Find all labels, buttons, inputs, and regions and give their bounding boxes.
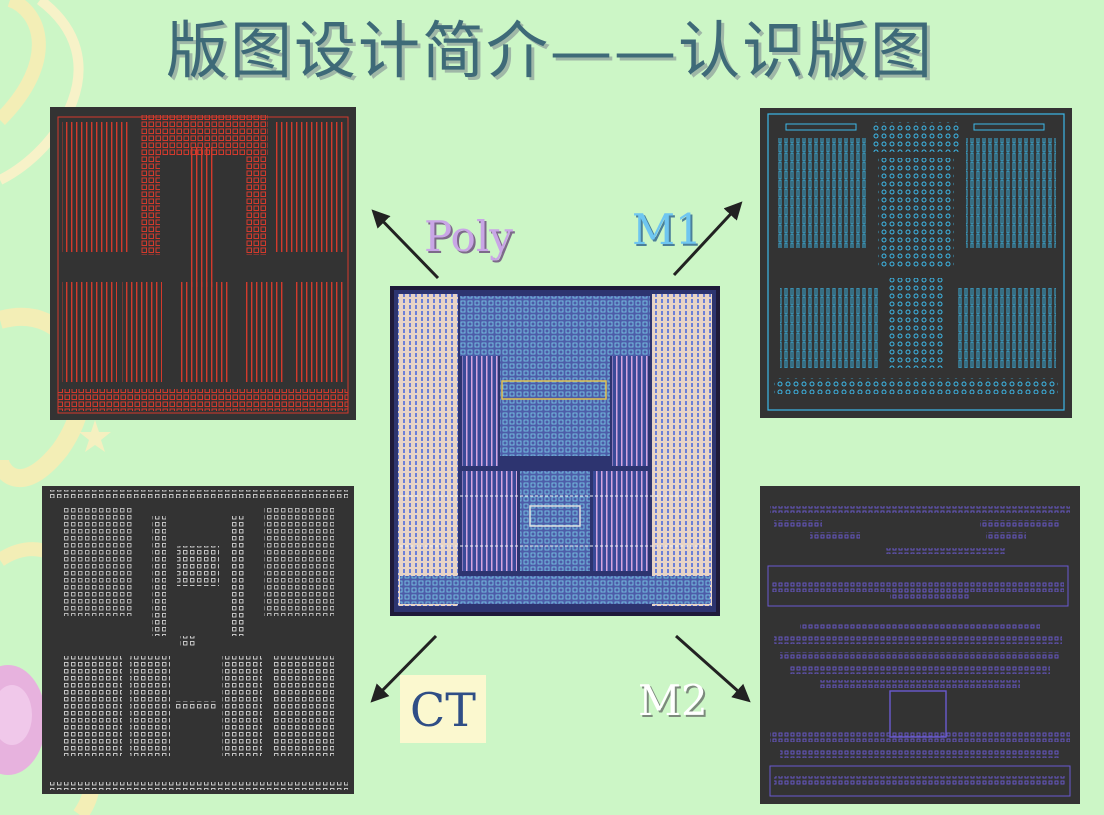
ct-layer-label: CT xyxy=(400,675,486,743)
m1-layer-label: M1 xyxy=(632,205,702,254)
m1-layout-image xyxy=(760,108,1072,418)
full-layout-image xyxy=(390,286,720,616)
ct-layout-image xyxy=(42,486,354,794)
poly-layer-label: Poly xyxy=(424,212,514,261)
slide-title: 版图设计简介——认识版图 xyxy=(165,14,934,87)
m2-layer-label: M2 xyxy=(638,676,708,725)
m2-layout-image xyxy=(760,486,1080,804)
poly-layout-image xyxy=(50,107,356,420)
